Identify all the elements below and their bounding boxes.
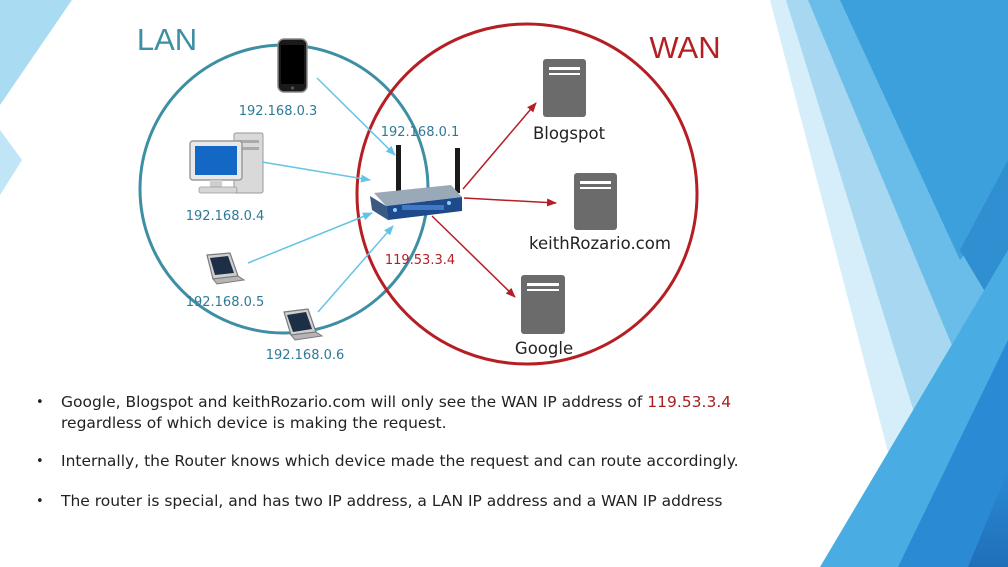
- bullet-item: • Internally, the Router knows which dev…: [36, 451, 836, 472]
- router-icon: [370, 145, 462, 220]
- arrow-router-to-google: [431, 215, 516, 298]
- bullet-1-text: Google, Blogspot and keithRozario.com wi…: [61, 393, 648, 411]
- bullet-item: • The router is special, and has two IP …: [36, 491, 836, 512]
- bullet-1-wan-ip: 119.53.3.4: [647, 393, 732, 411]
- ip-label-laptop-2: 192.168.0.6: [266, 348, 345, 363]
- bullet-item: • Google, Blogspot and keithRozario.com …: [36, 392, 836, 434]
- wan-title: WAN: [649, 30, 720, 65]
- arrow-router-to-blogspot: [462, 102, 537, 190]
- left-decoration: [0, 0, 72, 195]
- desktop-computer-icon: [189, 132, 264, 194]
- bullet-marker: •: [36, 395, 44, 410]
- router-wan-ip: 119.53.3.4: [385, 253, 455, 268]
- bullet-marker: •: [36, 494, 44, 509]
- right-decoration: [770, 0, 1008, 567]
- bullet-marker: •: [36, 454, 44, 469]
- server-label-blogspot: Blogspot: [533, 124, 606, 143]
- laptop-icon: [206, 252, 246, 285]
- lan-title: LAN: [137, 22, 197, 57]
- arrow-phone-to-router: [316, 77, 396, 156]
- arrow-router-to-keithrozario: [463, 197, 557, 207]
- smartphone-icon: [277, 38, 308, 93]
- server-icon: [543, 59, 586, 117]
- arrow-laptop1-to-router: [247, 212, 373, 264]
- server-icon: [521, 275, 565, 334]
- server-label-google: Google: [515, 339, 573, 358]
- ip-label-phone: 192.168.0.3: [239, 104, 318, 119]
- server-label-keithrozario: keithRozario.com: [529, 234, 671, 253]
- bullet-3-text: The router is special, and has two IP ad…: [61, 492, 723, 510]
- ip-label-desktop: 192.168.0.4: [186, 209, 265, 224]
- bullet-1-text-cont: regardless of which device is making the…: [61, 414, 447, 432]
- laptop-icon: [283, 308, 324, 341]
- bullet-2-text: Internally, the Router knows which devic…: [61, 452, 739, 470]
- server-icon: [574, 173, 617, 230]
- wan-circle: [355, 22, 699, 366]
- bullet-list: • Google, Blogspot and keithRozario.com …: [36, 392, 836, 512]
- ip-label-laptop-1: 192.168.0.5: [186, 295, 265, 310]
- arrow-desktop-to-router: [261, 161, 371, 183]
- arrow-laptop2-to-router: [317, 225, 394, 313]
- router-lan-ip: 192.168.0.1: [381, 125, 460, 140]
